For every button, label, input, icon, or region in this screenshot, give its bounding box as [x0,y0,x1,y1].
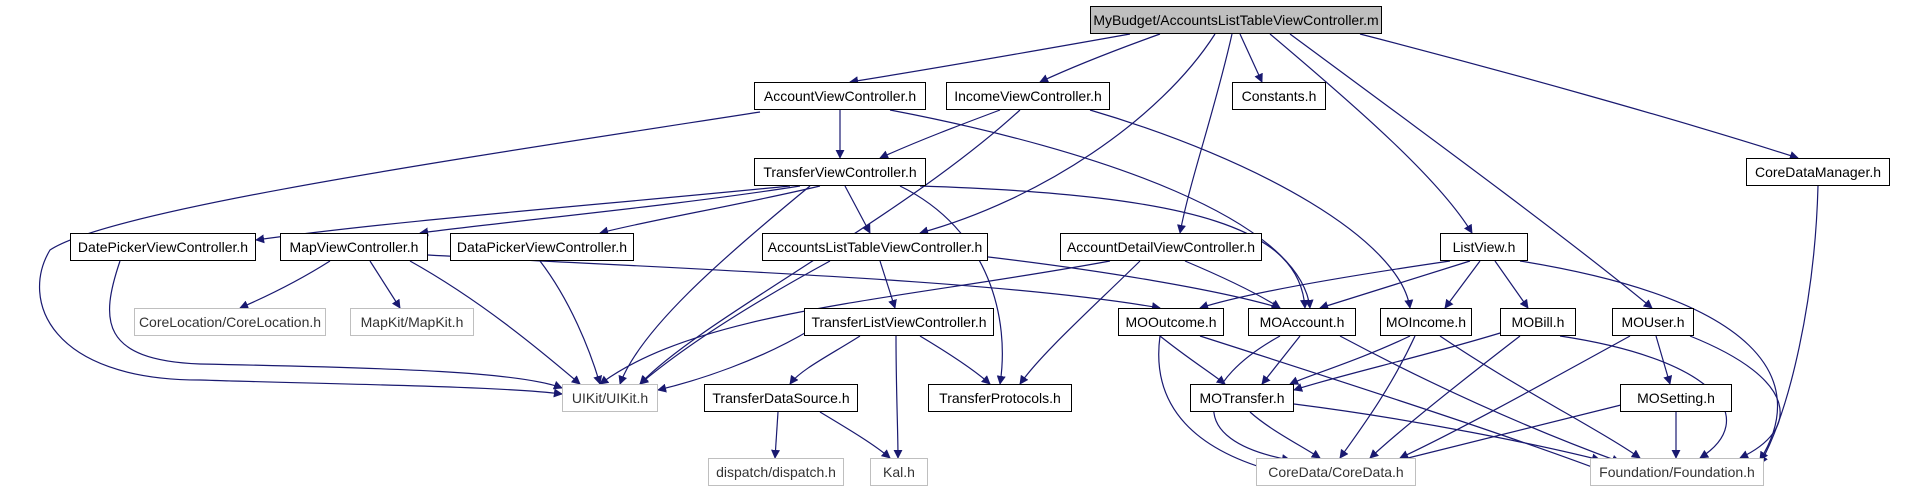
node-core-location: CoreLocation/CoreLocation.h [134,308,326,336]
node-account-view-controller[interactable]: AccountViewController.h [754,82,926,110]
node-transfer-protocols[interactable]: TransferProtocols.h [928,384,1072,412]
edge-mo-account-foundation [1339,335,1621,464]
edge-income-vc-uikit [639,109,1021,385]
edge-transfer-vc-date-picker [255,185,791,244]
node-core-data: CoreData/CoreData.h [1256,458,1416,486]
node-mo-income[interactable]: MOIncome.h [1380,308,1472,336]
edge-list-view-mo-income [1444,260,1481,309]
node-foundation: Foundation/Foundation.h [1590,458,1764,486]
edge-transfer-list-transfer-data-source [789,335,861,385]
edge-list-view-mo-bill [1494,260,1529,309]
edge-transfer-vc-accounts-list [844,185,871,234]
edge-account-vc-uikit [38,111,761,398]
edge-root-account-vc [849,33,1131,86]
edge-mo-outcome-mo-transfer [1159,335,1226,385]
edge-root-core-data-manager [1359,33,1799,160]
edge-accounts-list-uikit [639,260,831,385]
node-mo-transfer[interactable]: MOTransfer.h [1190,384,1294,412]
node-data-picker-view-controller[interactable]: DataPickerViewController.h [450,233,634,261]
edge-map-vc-mo-outcome [427,254,1161,312]
edge-mo-income-mo-transfer [1289,335,1411,385]
node-transfer-view-controller[interactable]: TransferViewController.h [754,158,926,186]
node-income-view-controller[interactable]: IncomeViewController.h [946,82,1110,110]
node-mo-bill[interactable]: MOBill.h [1500,308,1576,336]
edge-list-view-foundation [1519,260,1779,461]
node-uikit: UIKit/UIKit.h [562,384,658,412]
edge-mo-income-foundation [1439,335,1641,459]
node-core-data-manager[interactable]: CoreDataManager.h [1746,158,1890,186]
node-kal: Kal.h [870,458,928,486]
edge-account-vc-mo-account [889,109,1314,309]
edge-mo-account-mo-transfer [1261,335,1301,385]
node-mapkit: MapKit/MapKit.h [350,308,474,336]
edge-transfer-vc-map-vc [419,185,801,237]
node-map-view-controller[interactable]: MapViewController.h [280,233,428,261]
node-transfer-data-source[interactable]: TransferDataSource.h [704,384,858,412]
edge-mo-bill-mo-transfer [1293,329,1511,392]
node-root-file[interactable]: MyBudget/AccountsListTableViewController… [1090,6,1382,34]
edge-transfer-vc-transfer-protocols [899,185,1006,385]
edge-income-vc-mo-income [1089,109,1414,309]
edge-mo-transfer-foundation [1293,403,1601,463]
edge-mo-bill-core-data [1369,335,1521,459]
edge-accounts-list-transfer-list [879,260,897,309]
edge-transfer-data-source-kal [819,411,891,459]
node-dispatch: dispatch/dispatch.h [708,458,844,486]
edge-mo-user-core-data [1399,335,1631,459]
edge-map-vc-uikit [409,260,581,385]
edge-map-vc-mapkit [369,260,401,309]
edge-core-data-manager-foundation [1759,185,1819,465]
edge-root-accounts-list [919,33,1216,236]
edge-root-mo-user [1289,33,1653,309]
node-mo-account[interactable]: MOAccount.h [1248,308,1356,336]
node-mo-outcome[interactable]: MOOutcome.h [1118,308,1224,336]
edge-root-constants [1239,33,1263,83]
edge-mo-income-core-data [1339,335,1416,459]
edge-income-vc-transfer-vc [879,109,1001,159]
edge-mo-user-mo-setting [1655,335,1673,385]
edge-mo-outcome-foundation [1199,335,1601,472]
edge-map-vc-core-location [239,260,331,309]
node-account-detail-view-controller[interactable]: AccountDetailViewController.h [1060,233,1262,261]
edge-transfer-vc-uikit [618,185,811,385]
edge-account-detail-transfer-protocols [1019,260,1141,385]
edge-mo-setting-core-data [1399,403,1626,463]
edge-accounts-list-mo-account [979,255,1281,310]
edge-root-account-detail [1177,33,1233,234]
edge-transfer-vc-data-picker [599,185,821,236]
edge-mo-outcome-core-data [1158,335,1271,473]
edge-date-picker-uikit [109,260,563,390]
edge-mo-transfer-core-data [1249,411,1321,459]
edge-transfer-data-source-dispatch [771,411,781,459]
edge-data-picker-uikit [539,260,603,385]
edge-account-detail-mo-account [1184,260,1281,309]
node-transfer-list-view-controller[interactable]: TransferListViewController.h [804,308,994,336]
node-accounts-list-table-view-controller-h[interactable]: AccountsListTableViewController.h [762,233,988,261]
edge-transfer-list-kal [893,335,903,459]
edge-transfer-list-transfer-protocols [919,335,991,385]
edge-root-income-vc [1039,33,1161,83]
edge-root-list-view [1269,33,1473,234]
edge-transfer-vc-mo-account [919,185,1309,309]
node-list-view[interactable]: ListView.h [1440,233,1528,261]
edge-list-view-mo-outcome [1199,260,1451,310]
node-mo-setting[interactable]: MOSetting.h [1620,384,1732,412]
edge-transfer-list-uikit [657,329,811,393]
node-mo-user[interactable]: MOUser.h [1612,308,1694,336]
edge-mo-user-foundation [1689,335,1781,459]
node-date-picker-view-controller[interactable]: DatePickerViewController.h [70,233,256,261]
edge-list-view-mo-account [1319,260,1471,310]
node-constants[interactable]: Constants.h [1232,82,1326,110]
